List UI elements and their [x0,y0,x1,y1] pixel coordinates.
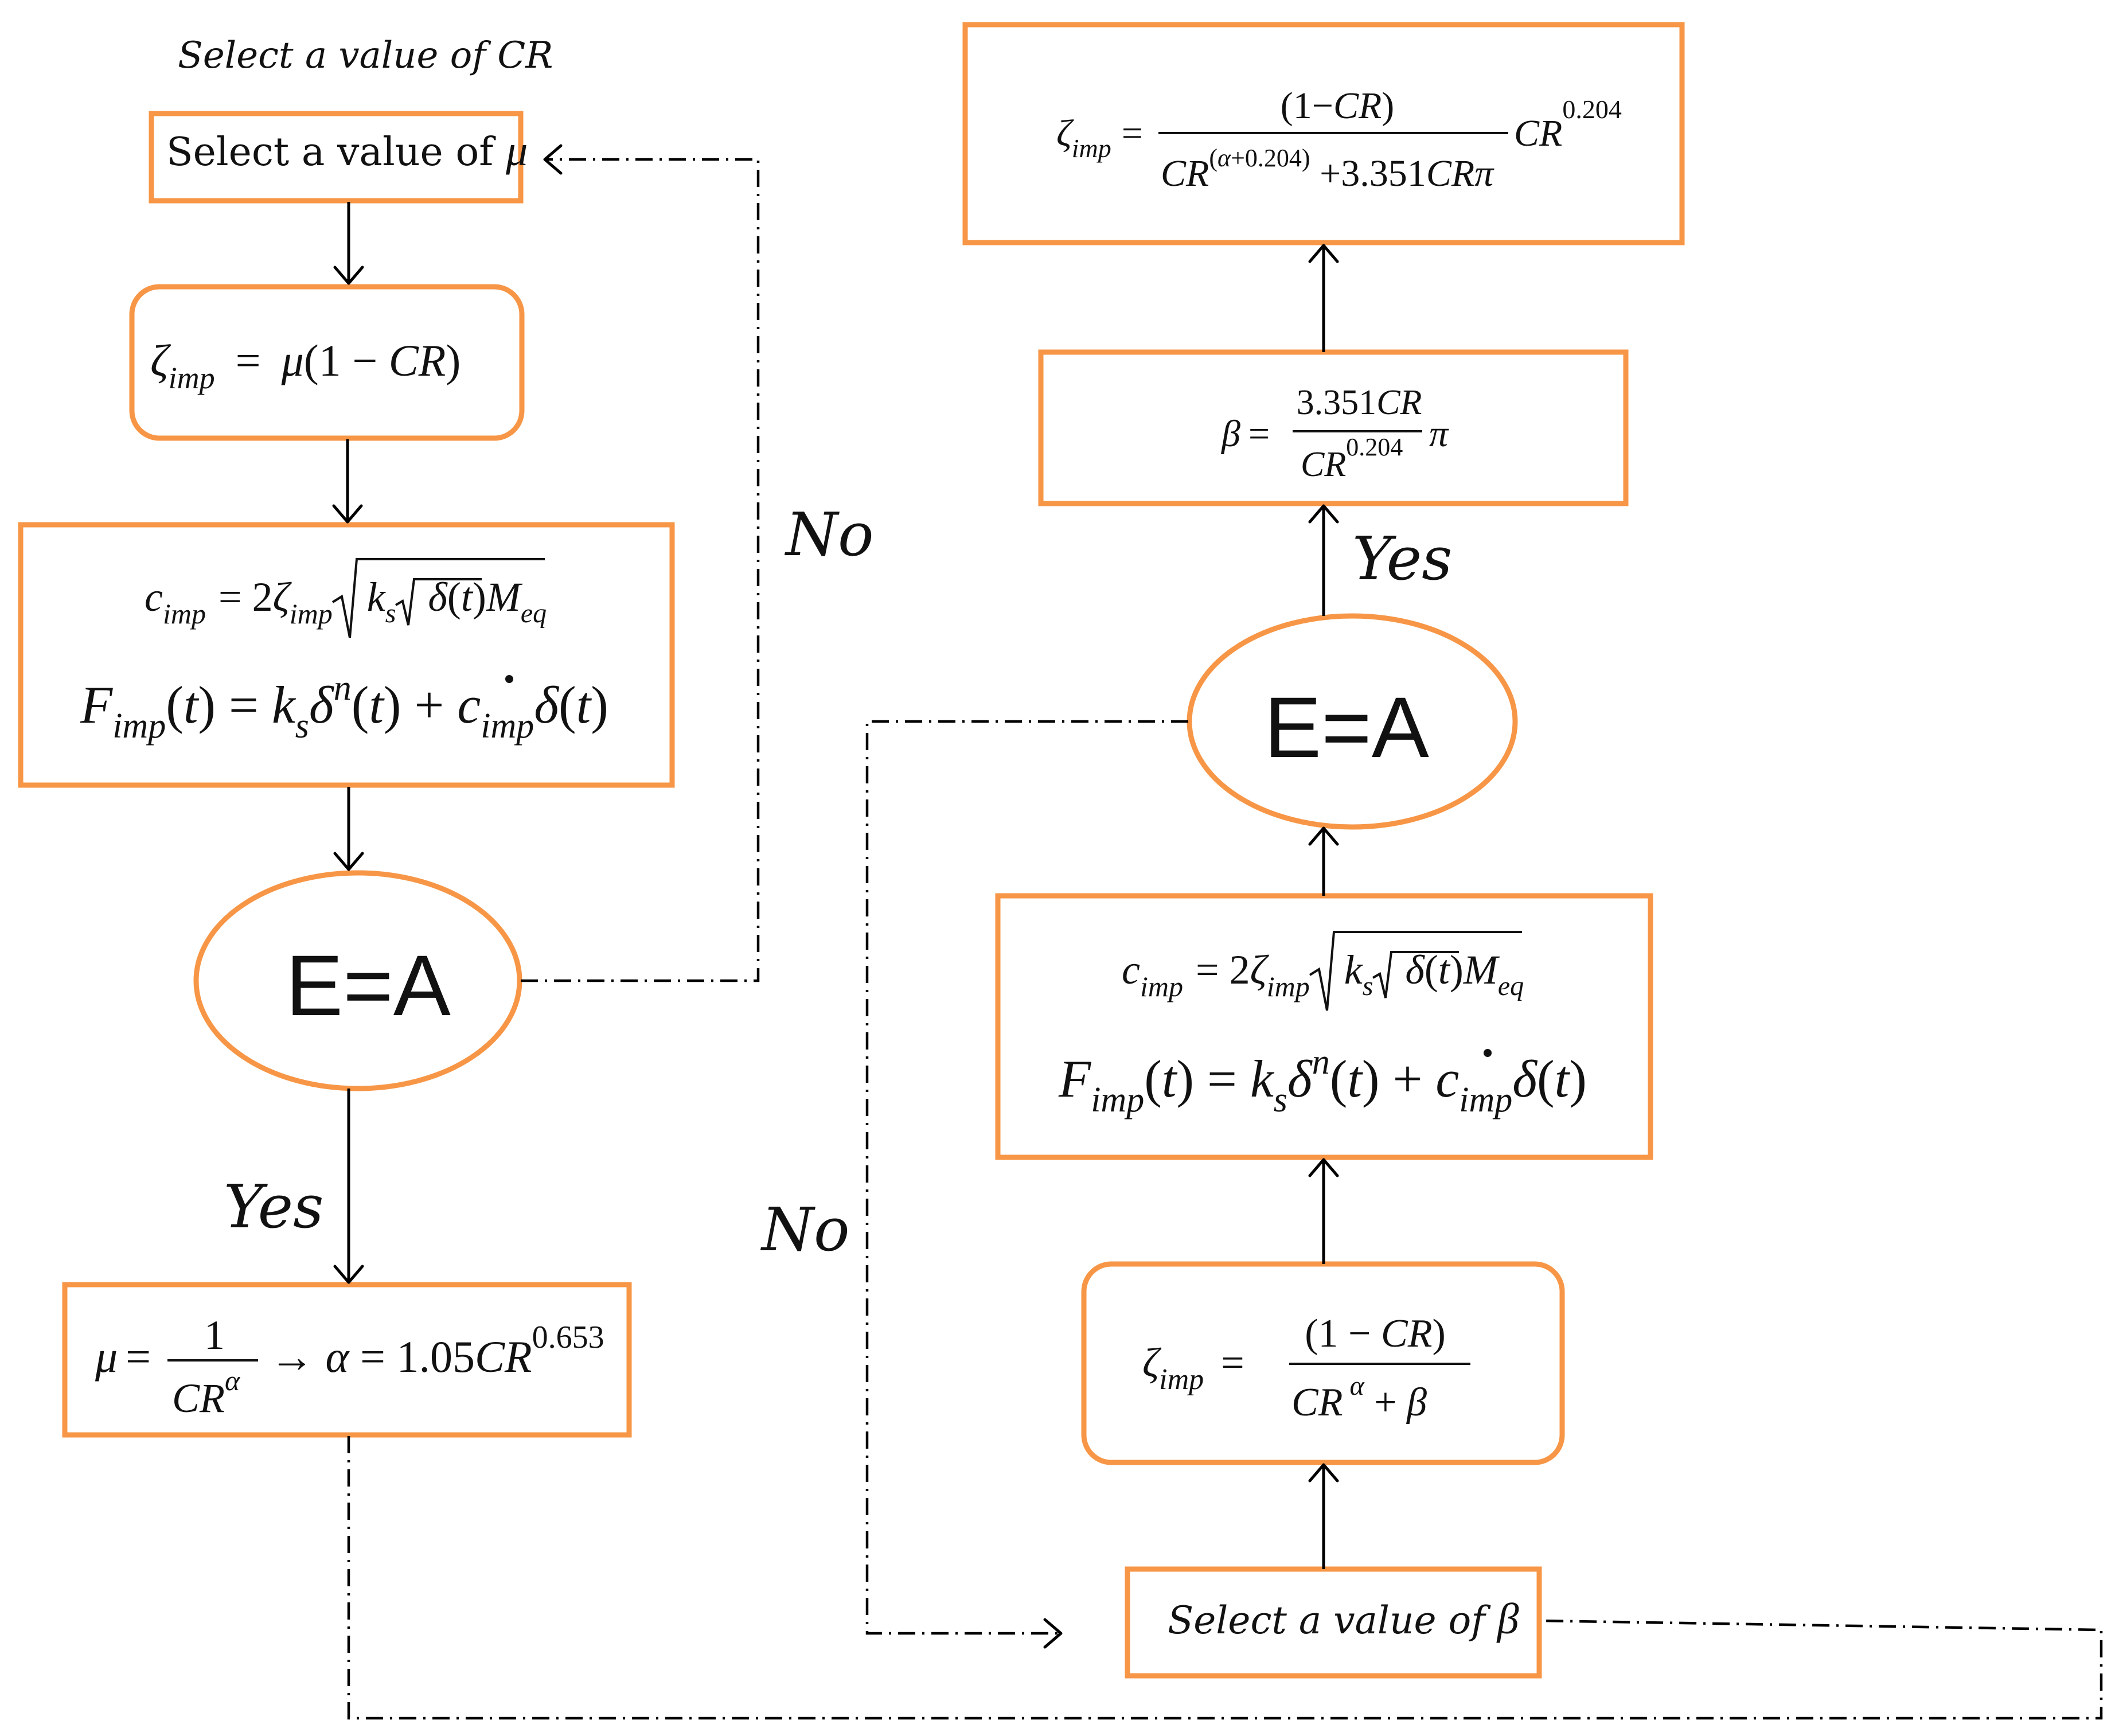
connector-to-select-beta [347,1436,2103,1720]
select-beta-box [1125,1566,1542,1679]
zeta-mu-formula: ζimp=μ(1 − CR) [150,336,461,395]
zeta-mu-box: ζimp=μ(1 − CR) [129,284,525,441]
select-mu-label: Select a value of μ [166,127,528,175]
f-imp-formula-right: Fimp(t) = ksδn(t) + cimpδ(t) [1058,1043,1587,1119]
decision-right [1187,613,1518,830]
no-label-left: No [784,500,874,569]
zeta-beta-box: ζimp= (1 − CR) CR α + β [1081,1261,1565,1465]
caption-select-cr: Select a value of CR [178,34,553,77]
left-flow-connectors [332,202,364,1284]
final-zeta-box: ζimp= (1−CR) CR(α+0.204) +3.351CRπ CR0.2… [962,22,1685,245]
no-label-right: No [760,1195,850,1265]
beta-formula-box: β= 3.351CR CR0.204 π [1038,349,1629,506]
beta-pi: π [1429,413,1449,455]
alpha-result-box: μ= 1 CRα → α = 1.05CR0.653 [62,1282,632,1438]
zeta-beta-num: (1 − CR) [1305,1312,1446,1356]
yes-label-right: Yes [1352,524,1453,594]
decision-left [193,870,522,1091]
no-loop-left [521,158,760,982]
select-beta-label: Select a value of β [1168,1595,1519,1643]
decision-right-label: E=A [1264,679,1429,775]
beta-num: 3.351CR [1297,383,1422,422]
alpha-num: 1 [204,1312,225,1358]
yes-label-left: Yes [224,1172,324,1242]
select-mu-box [149,111,524,204]
final-zeta-num: (1−CR) [1281,85,1395,127]
no-loop-right [865,720,1188,1635]
right-flow-connectors [1308,244,1339,1569]
decision-left-label: E=A [286,937,451,1033]
